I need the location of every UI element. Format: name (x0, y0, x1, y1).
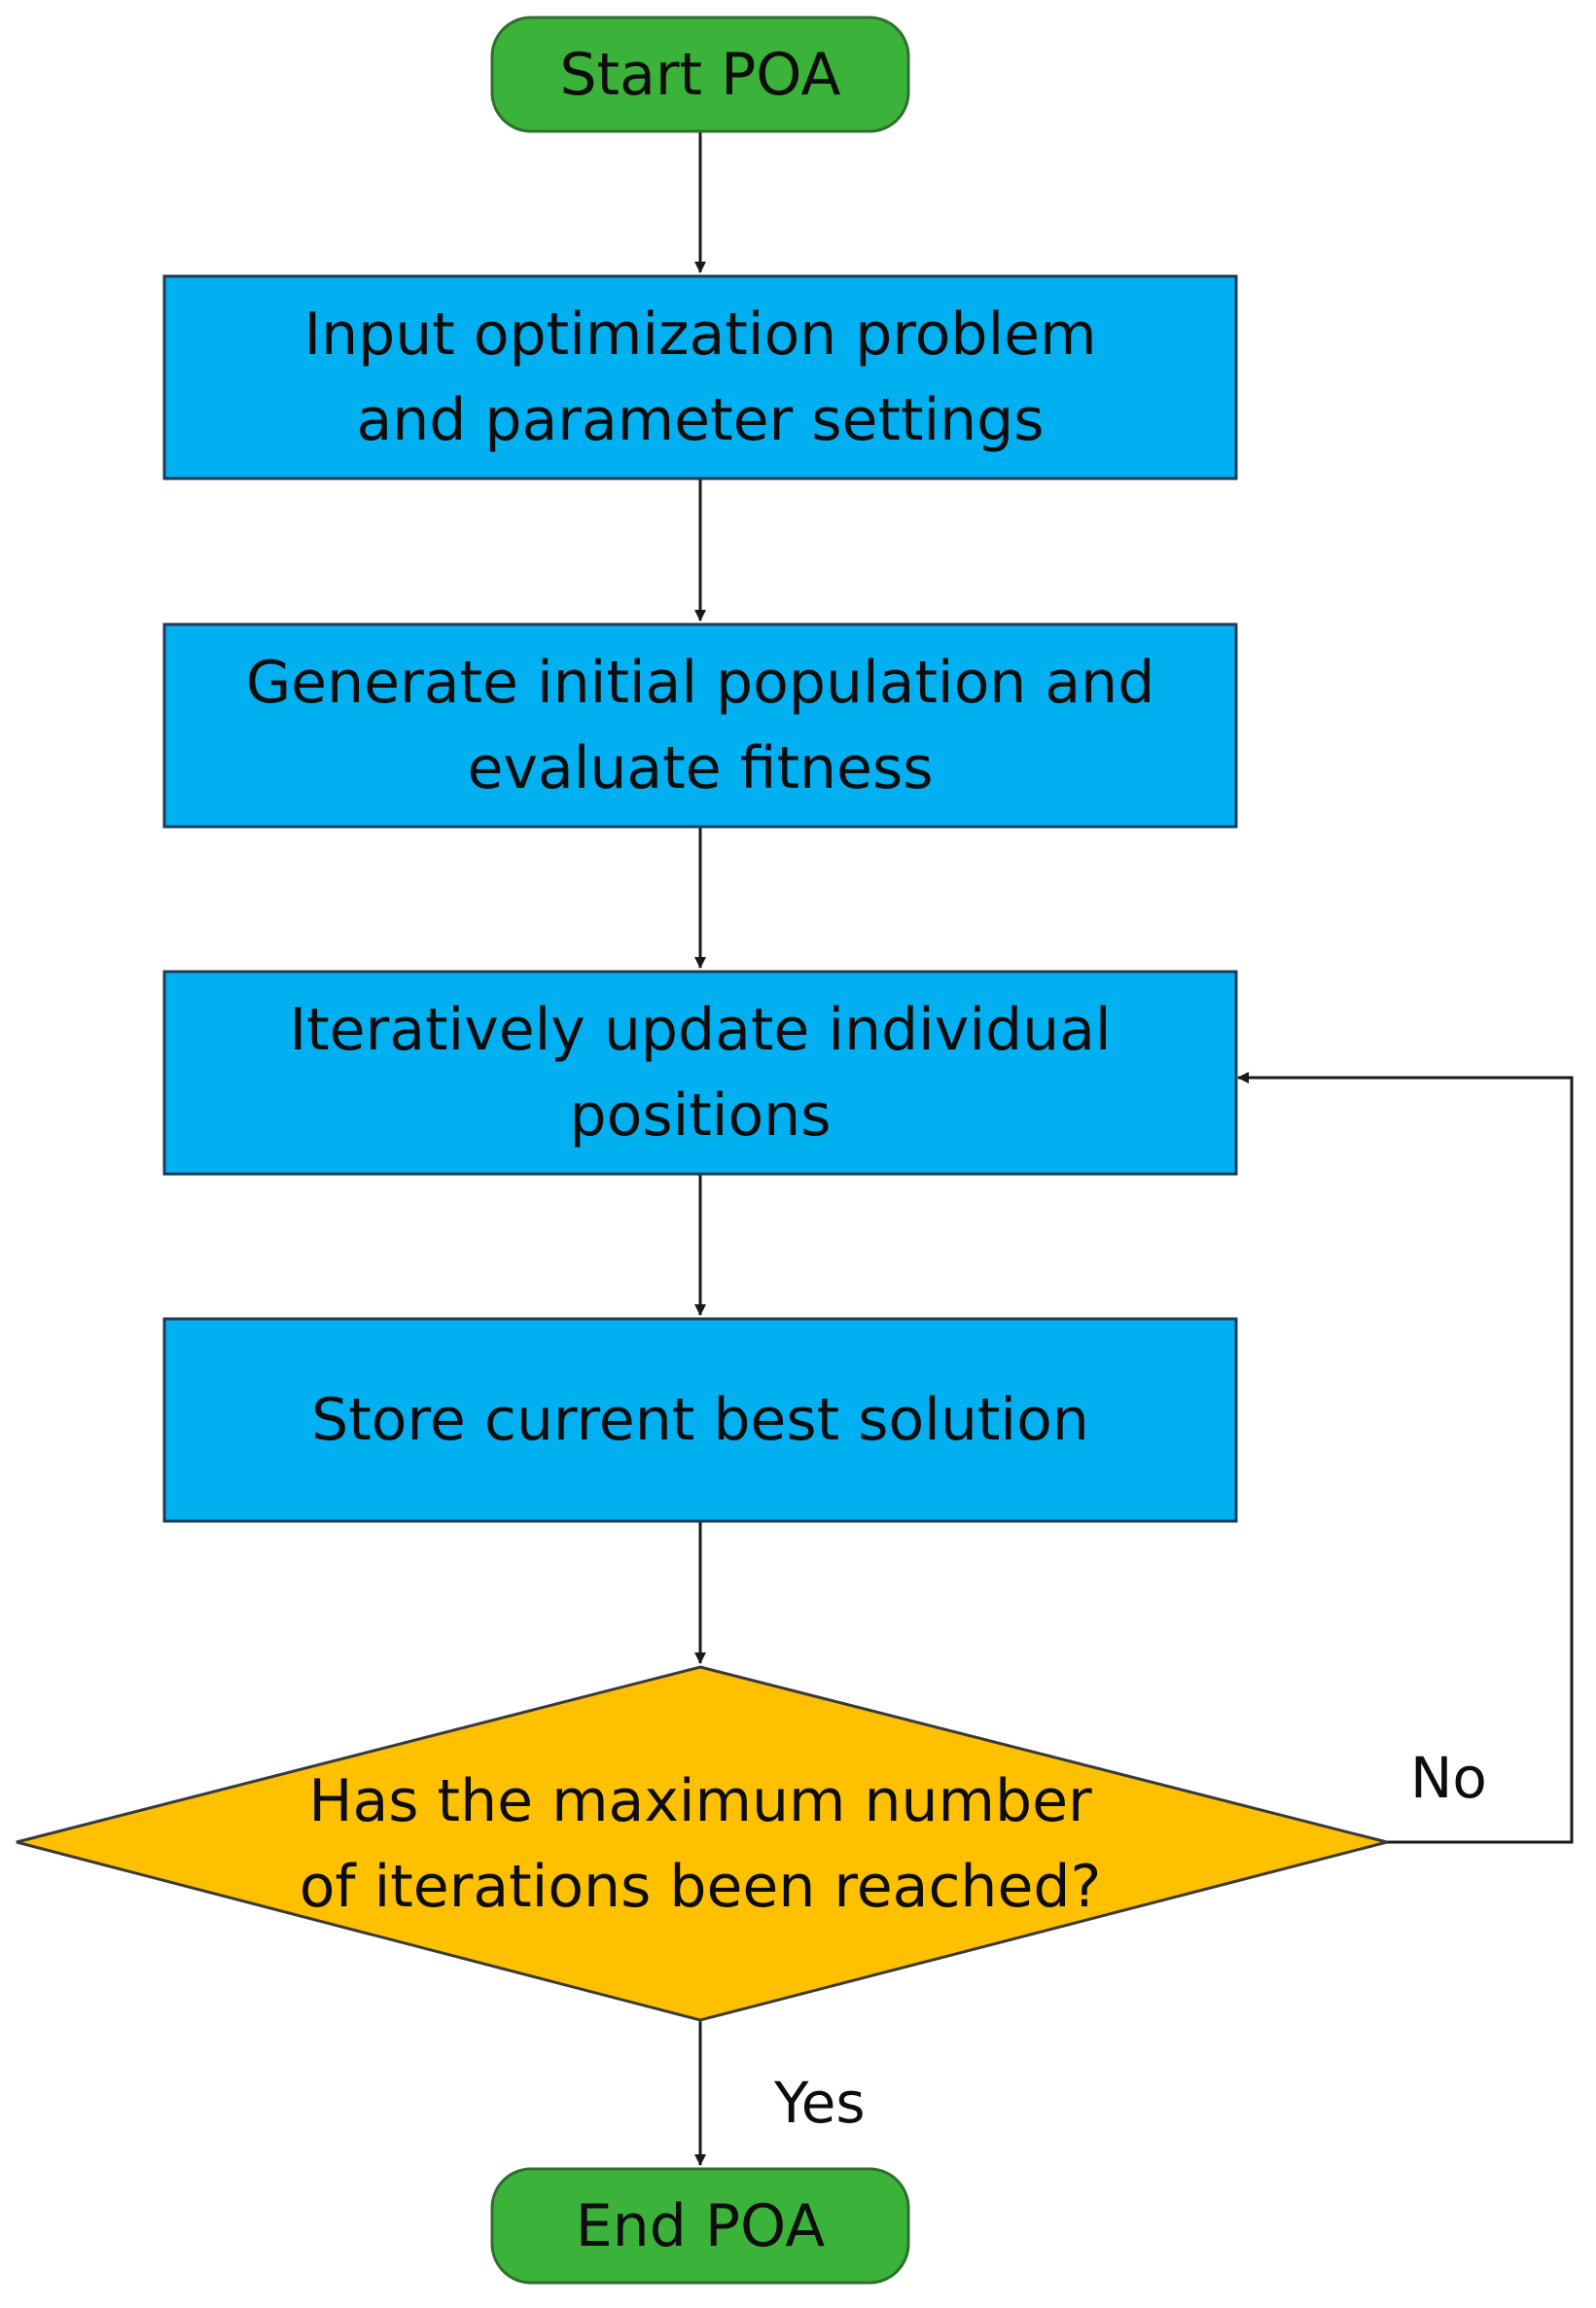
process-update-positions (162, 970, 1238, 1176)
decision-max-iterations (16, 1665, 1388, 2022)
connectors (694, 130, 1574, 2166)
process-generate-population (162, 622, 1238, 829)
no-edge-label: No (1410, 1745, 1487, 1811)
process-store-best (162, 1317, 1238, 1523)
start-terminal (490, 16, 910, 133)
arrow-no-loop-to-update (1237, 1072, 1574, 1844)
process-input-problem (162, 274, 1238, 480)
end-terminal (490, 2167, 910, 2285)
yes-edge-label: Yes (774, 2070, 866, 2136)
